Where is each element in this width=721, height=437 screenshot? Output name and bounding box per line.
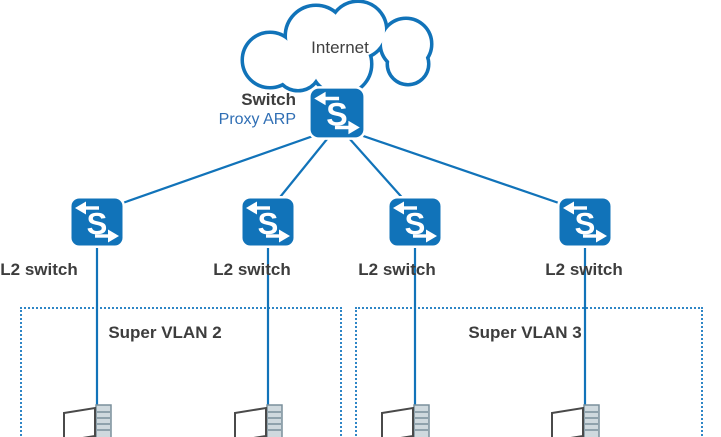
internet-cloud: Internet: [240, 0, 434, 97]
host-icon-3: [381, 404, 435, 437]
host-icon-1: [63, 404, 117, 437]
core-switch-icon: [308, 86, 366, 140]
core-switch-label: Switch: [241, 90, 296, 109]
l2-switch-label-4: L2 switch: [545, 260, 623, 279]
host-icon-4: [551, 404, 605, 437]
l2-switch-label-3: L2 switch: [358, 260, 436, 279]
proxy-arp-label: Proxy ARP: [218, 111, 296, 128]
l2-switch-label-1: L2 switch: [0, 260, 78, 279]
super-vlan-2-label: Super VLAN 2: [108, 323, 222, 342]
l2-switch-icon-4: [557, 196, 613, 248]
l2-switch-label-2: L2 switch: [213, 260, 291, 279]
l2-switch-icon-2: [240, 196, 296, 248]
l2-switch-icon-3: [387, 196, 443, 248]
super-vlan-2-box: [20, 307, 342, 437]
l2-switch-icon-1: [69, 196, 125, 248]
host-icon-2: [234, 404, 288, 437]
super-vlan-3-box: [355, 307, 703, 437]
super-vlan-3-label: Super VLAN 3: [468, 323, 582, 342]
internet-label: Internet: [311, 38, 369, 57]
